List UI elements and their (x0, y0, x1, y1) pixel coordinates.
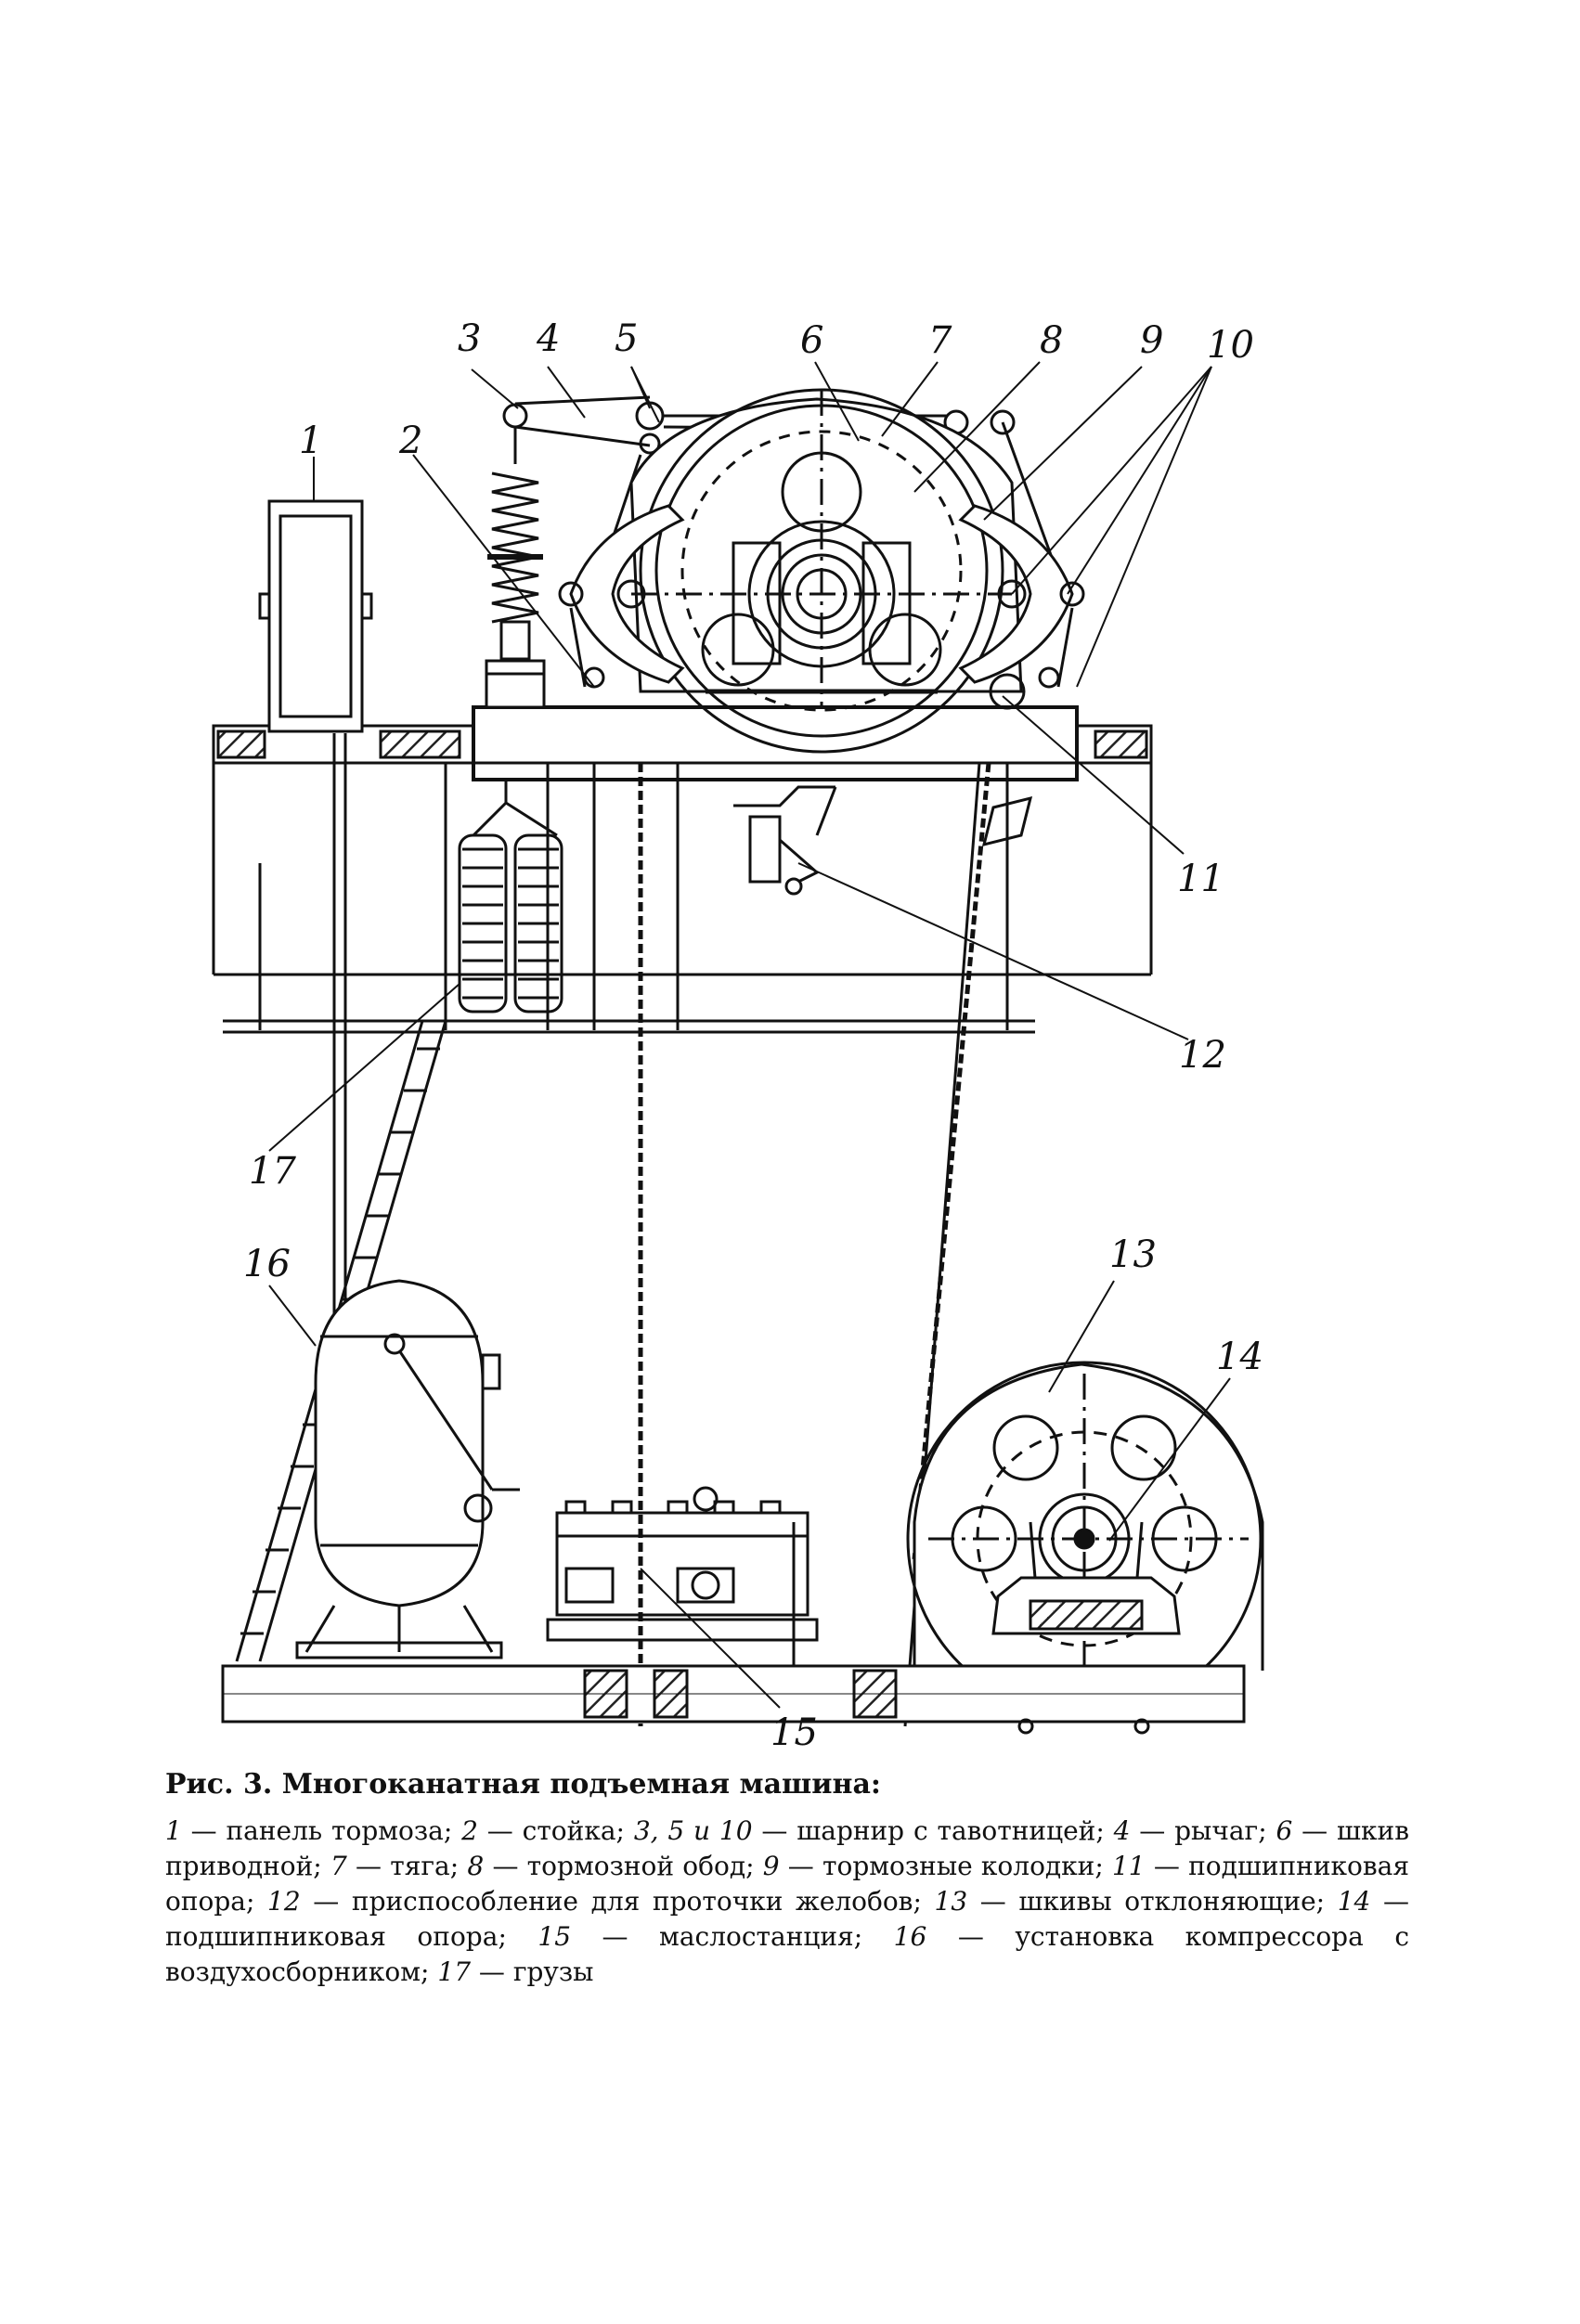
callout-12: 12 (1179, 1034, 1226, 1077)
figure-caption: Рис. 3. Многоканатная подъемная машина: … (165, 1768, 1409, 1990)
legend-entry: 17 — грузы (437, 1956, 593, 1987)
legend-text: — шарнир с тавотницей (752, 1815, 1096, 1846)
machine-frame (212, 763, 1153, 1034)
brake-panel (258, 499, 390, 1349)
legend-number: 7 (330, 1851, 347, 1881)
legend-entry: 3, 5 и 10 — шарнир с тавотницей (634, 1815, 1096, 1846)
callout-4: 4 (536, 317, 560, 360)
legend-number: 3, 5 и 10 (633, 1815, 753, 1846)
legend-text: — шкив приводной (165, 1815, 1409, 1881)
legend-entry: 12 — приспособление для проточки желобов (267, 1886, 913, 1917)
legend-number: 13 (934, 1886, 968, 1917)
legend-text: — грузы (471, 1956, 594, 1987)
legend-number: 16 (893, 1921, 927, 1952)
legend-text: — маслостанция (571, 1921, 854, 1952)
callout-15: 15 (771, 1711, 818, 1754)
legend-number: 2 (461, 1815, 478, 1846)
callout-2: 2 (398, 420, 422, 462)
upper-platform (212, 705, 1153, 781)
legend-entry: 4 — рычаг (1114, 1815, 1259, 1846)
callout-1: 1 (299, 420, 322, 462)
legend-entry: 9 — тормозные колодки (763, 1851, 1095, 1881)
callout-3: 3 (458, 317, 481, 360)
legend-entry: 1 — панель тормоза (165, 1815, 444, 1846)
legend-entry: 13 — шкивы отклоняющие (935, 1886, 1316, 1917)
legend-text: — подшипниковая опора (165, 1851, 1409, 1917)
oil-station (546, 1486, 819, 1671)
leader-lines (268, 361, 1231, 1709)
brake-spring-stand (485, 403, 546, 709)
callout-8: 8 (1040, 319, 1063, 362)
legend-entry: 15 — маслостанция (537, 1921, 853, 1952)
legend-text: — приспособление для проточки желобов (300, 1886, 913, 1917)
legend-text: — тормозной обод (484, 1851, 746, 1881)
legend-number: 17 (437, 1956, 472, 1987)
legend-entry: 7 — тяга (330, 1851, 450, 1881)
legend-entry: 11 — подшипниковая опора (165, 1851, 1409, 1917)
drive-sheave (629, 388, 1023, 754)
bearing-support-lower (991, 1576, 1181, 1635)
legend-text: — установка компрессора с воздухосборник… (165, 1921, 1409, 1987)
deflecting-sheave (906, 1361, 1264, 1717)
callout-9: 9 (1140, 319, 1163, 362)
legend-number: 15 (537, 1921, 572, 1952)
legend-text: — стойка (477, 1815, 616, 1846)
legend-entry: 16 — установка компрессора с воздухосбор… (165, 1921, 1409, 1987)
legend-number: 4 (1113, 1815, 1131, 1846)
caption-title: Рис. 3. Многоканатная подъемная машина: (165, 1768, 881, 1801)
legend-entry: 2 — стойка (461, 1815, 615, 1846)
legend-text: — панель тормоза (181, 1815, 444, 1846)
weights (458, 780, 563, 1014)
legend-text: — шкивы отклоняющие (967, 1886, 1316, 1917)
legend-entry: 6 — шкив приводной (165, 1815, 1409, 1881)
callout-5: 5 (615, 317, 638, 360)
callout-16: 16 (243, 1243, 291, 1285)
compressor-receiver (295, 1279, 520, 1659)
legend-number: 6 (1276, 1815, 1293, 1846)
legend-entry: 14 — подшипниковая опора (165, 1886, 1409, 1952)
legend-entry: 8 — тормозной обод (467, 1851, 745, 1881)
machine-drawing: 1 2 3 4 5 6 7 8 9 10 11 12 13 14 15 16 1… (212, 317, 1264, 1754)
legend-number: 8 (467, 1851, 485, 1881)
legend-text: — тормозные колодки (779, 1851, 1095, 1881)
legend-number: 11 (1111, 1851, 1146, 1881)
callout-labels: 1 2 3 4 5 6 7 8 9 10 11 12 13 14 15 16 1… (243, 317, 1263, 1754)
callout-6: 6 (800, 319, 823, 362)
legend-text: — тяга (346, 1851, 450, 1881)
callout-10: 10 (1207, 324, 1254, 367)
legend-number: 9 (762, 1851, 780, 1881)
legend-number: 12 (267, 1886, 301, 1917)
callout-13: 13 (1109, 1233, 1157, 1276)
lower-foundation (221, 1664, 1246, 1735)
legend-number: 1 (165, 1815, 182, 1846)
groove-turning-device (733, 785, 837, 896)
legend-text: — подшипниковая опора (165, 1886, 1409, 1952)
legend-text: — рычаг (1130, 1815, 1259, 1846)
brake-shoes (558, 504, 1085, 710)
caption-legend: 1 — панель тормоза; 2 — стойка; 3, 5 и 1… (165, 1815, 1409, 1987)
legend-number: 14 (1337, 1886, 1371, 1917)
callout-7: 7 (928, 319, 952, 362)
callout-17: 17 (249, 1150, 296, 1193)
callout-14: 14 (1216, 1336, 1263, 1378)
callout-11: 11 (1177, 858, 1224, 900)
